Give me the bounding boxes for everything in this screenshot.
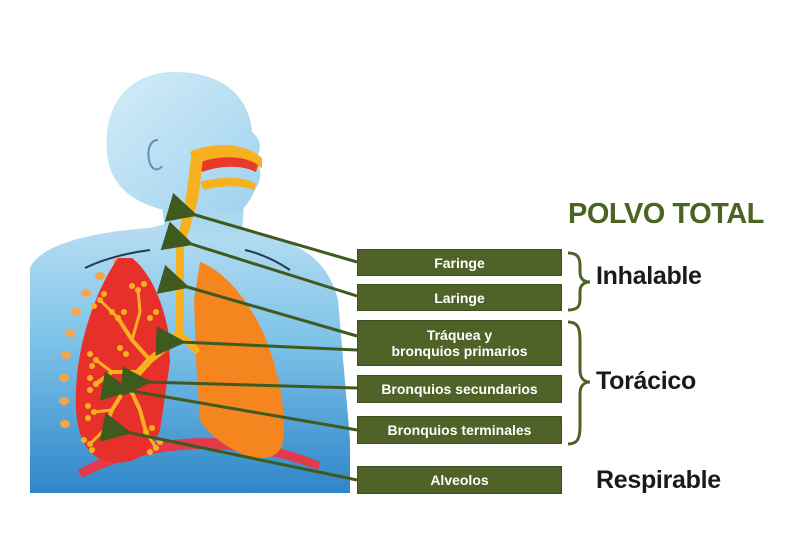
arrow-traquea — [156, 264, 358, 338]
label-bronquios-terminales: Bronquios terminales — [357, 416, 562, 444]
nasal-passage-red — [198, 157, 258, 172]
label-faringe-text: Faringe — [434, 254, 485, 271]
pointer-arrows — [99, 192, 358, 482]
category-respirable: Respirable — [596, 466, 721, 494]
label-faringe: Faringe — [357, 249, 562, 276]
category-inhalable: Inhalable — [596, 262, 702, 290]
lung-right — [194, 262, 284, 459]
label-alveolos-text: Alveolos — [430, 472, 489, 488]
category-toracico: Torácico — [596, 367, 696, 395]
arrow-bronquios-secundarios — [121, 366, 358, 397]
arrow-bronquios-primarios — [155, 325, 358, 356]
torso-silhouette — [30, 222, 350, 493]
ear-icon — [147, 139, 163, 171]
label-laringe: Laringe — [357, 284, 562, 311]
clavicle-right — [244, 249, 291, 271]
label-alveolos: Alveolos — [357, 466, 562, 494]
clavicle-left — [84, 249, 151, 269]
head-silhouette — [106, 72, 261, 212]
brace-toracico — [567, 320, 591, 446]
arrow-laringe — [160, 221, 358, 298]
label-traquea-line1: Tráquea y — [426, 327, 493, 343]
arrow-alveolos — [99, 412, 358, 482]
arrow-faringe — [164, 192, 358, 264]
label-traquea: Tráquea y bronquios primarios — [357, 320, 562, 366]
oral-cavity — [200, 177, 256, 190]
arrow-bronquios-terminales — [99, 371, 358, 432]
label-bronquios-secundarios-text: Bronquios secundarios — [381, 381, 538, 397]
alveoli-dots — [81, 281, 163, 455]
label-traquea-line2: bronquios primarios — [391, 343, 528, 359]
ribs-dots — [59, 258, 123, 428]
polvo-total-title: POLVO TOTAL — [568, 198, 764, 230]
braces — [567, 251, 591, 446]
label-laringe-text: Laringe — [434, 289, 485, 306]
brace-inhalable — [567, 251, 591, 312]
label-bronquios-secundarios: Bronquios secundarios — [357, 375, 562, 403]
label-bronquios-terminales-text: Bronquios terminales — [387, 422, 532, 438]
